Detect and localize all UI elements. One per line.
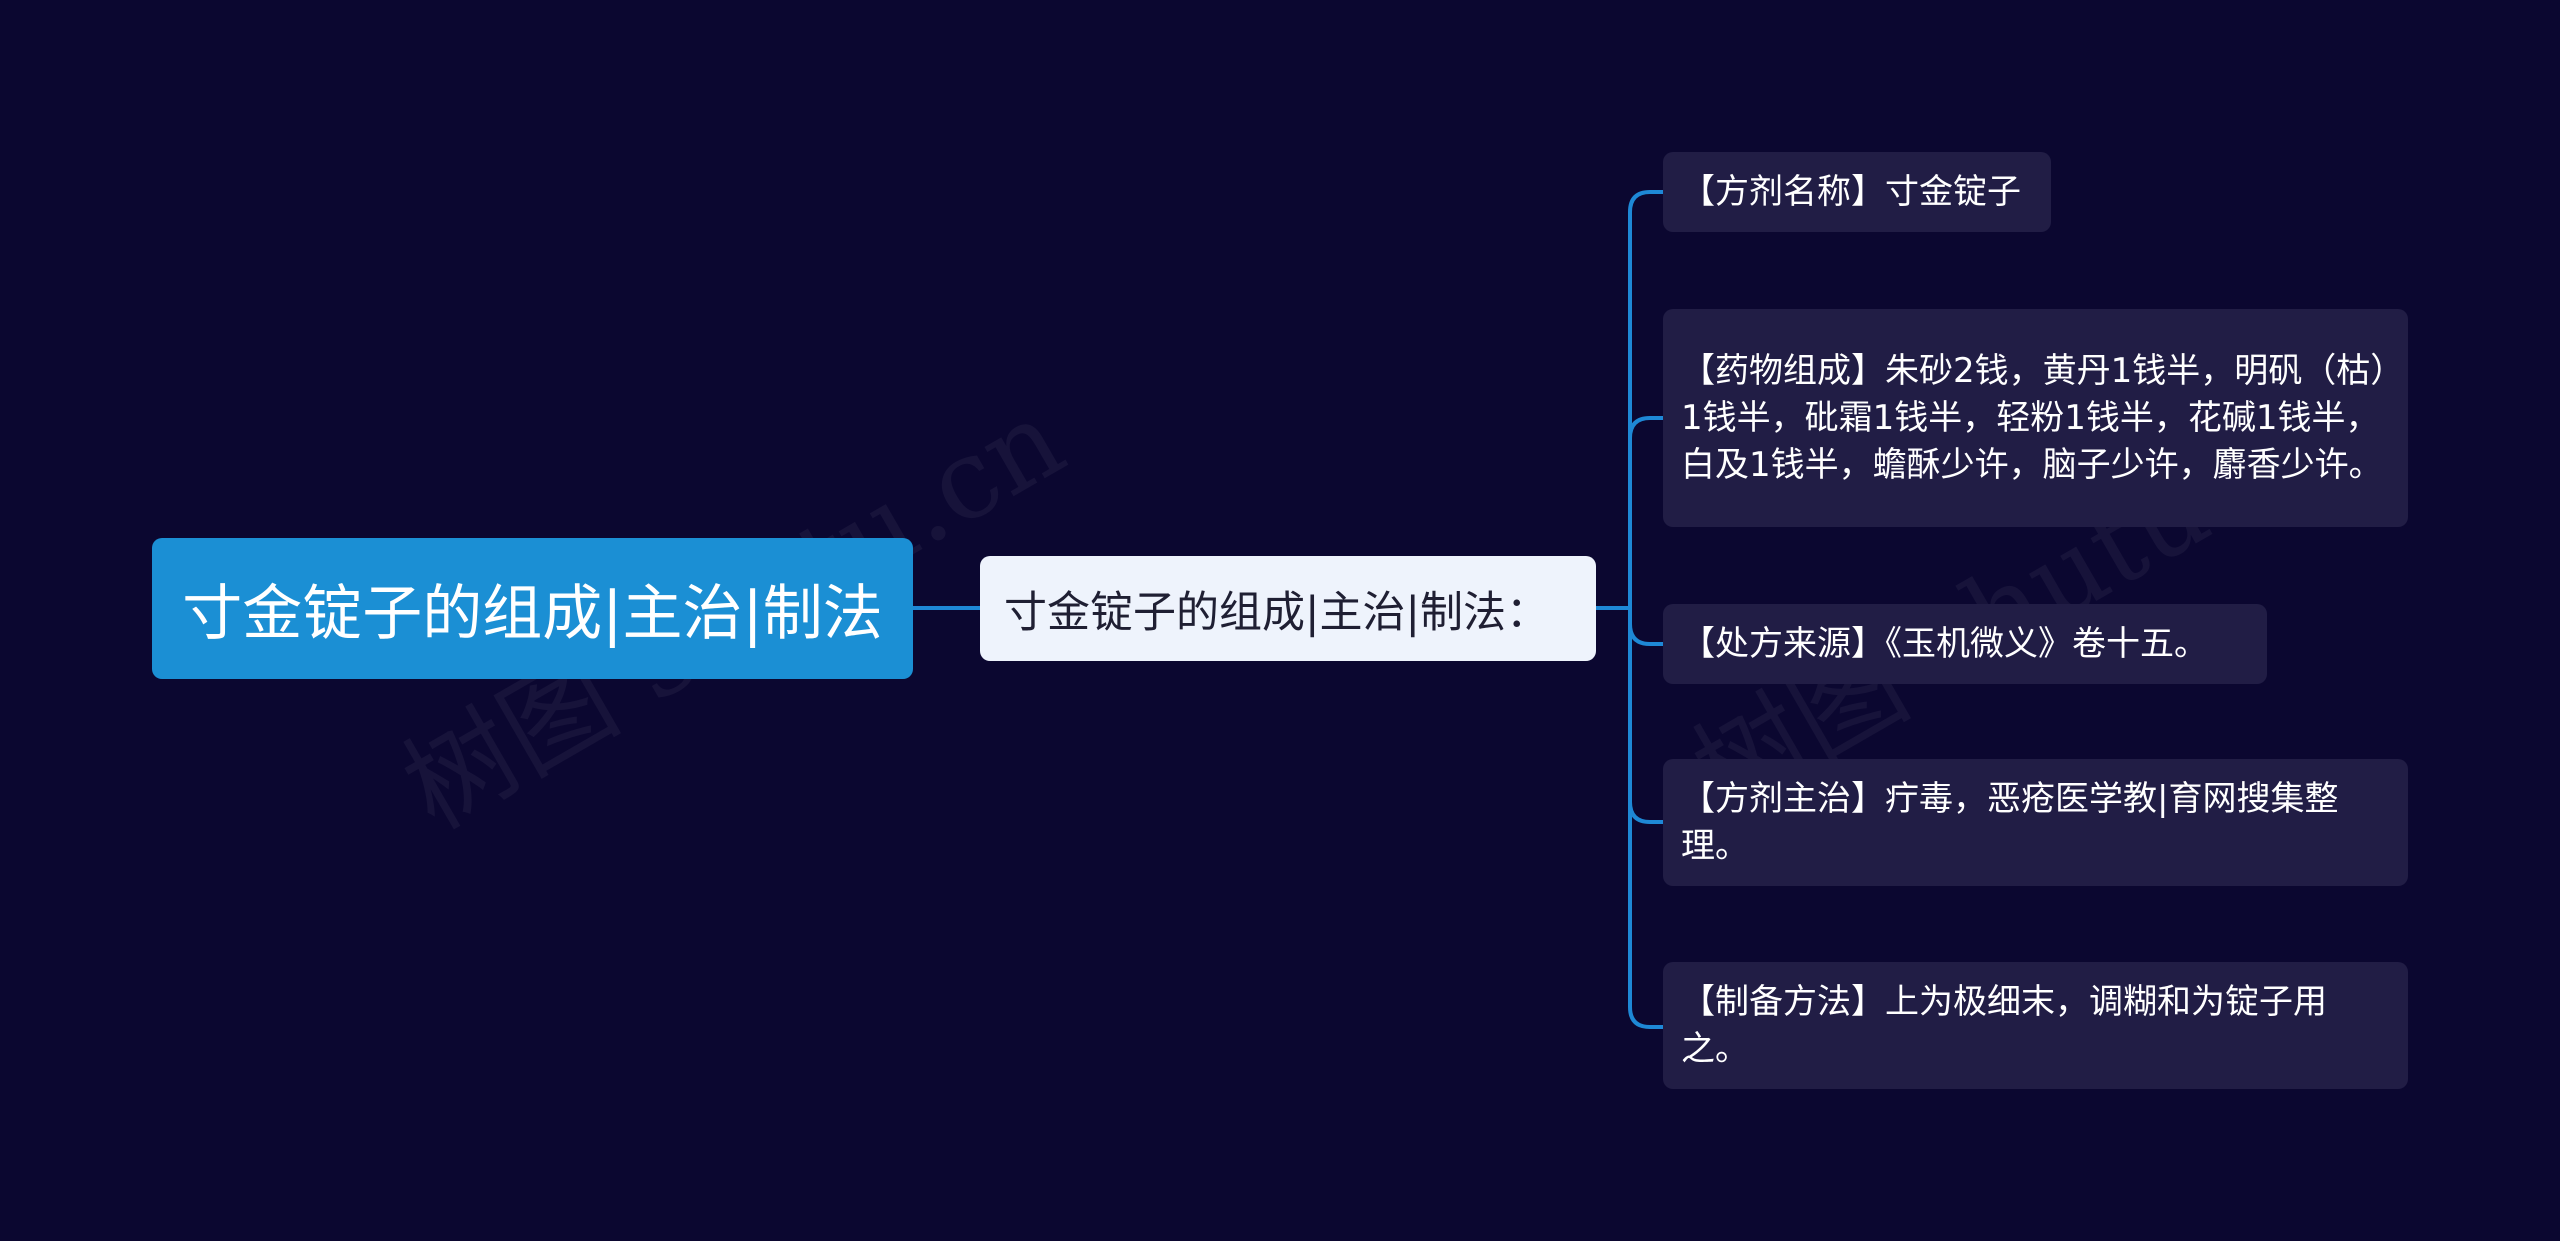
leaf-topic-label: 【方剂名称】寸金锭子 — [1681, 171, 2021, 212]
leaf-topic-formula-name[interactable]: 【方剂名称】寸金锭子 — [1663, 152, 2051, 232]
leaf-topic-label: 【药物组成】朱砂2钱，黄丹1钱半，明矾（枯）1钱半，砒霜1钱半，轻粉1钱半，花碱… — [1681, 350, 2388, 485]
leaf-topic-label: 【处方来源】《玉机微义》卷十五。 — [1681, 623, 2208, 664]
leaf-topic-ingredients[interactable]: 【药物组成】朱砂2钱，黄丹1钱半，明矾（枯）1钱半，砒霜1钱半，轻粉1钱半，花碱… — [1663, 309, 2408, 527]
root-topic-label: 寸金锭子的组成|主治|制法 — [182, 579, 883, 649]
leaf-topic-source[interactable]: 【处方来源】《玉机微义》卷十五。 — [1663, 604, 2267, 684]
leaf-topic-indications[interactable]: 【方剂主治】疔毒，恶疮医学教|育网搜集整理。 — [1663, 759, 2408, 886]
leaf-topic-label: 【方剂主治】疔毒，恶疮医学教|育网搜集整理。 — [1681, 778, 2339, 866]
root-topic[interactable]: 寸金锭子的组成|主治|制法 — [152, 538, 913, 679]
leaf-connector-2 — [1628, 416, 1665, 440]
branch-topic[interactable]: 寸金锭子的组成|主治|制法： — [980, 556, 1596, 661]
leaf-connector-4 — [1628, 800, 1665, 824]
leaf-connector-3 — [1628, 622, 1665, 646]
leaf-connector-1 — [1628, 190, 1665, 1029]
branch-topic-label: 寸金锭子的组成|主治|制法： — [1004, 587, 1549, 638]
leaf-topic-label: 【制备方法】上为极细末，调糊和为锭子用之。 — [1681, 981, 2327, 1069]
leaf-topic-preparation[interactable]: 【制备方法】上为极细末，调糊和为锭子用之。 — [1663, 962, 2408, 1089]
